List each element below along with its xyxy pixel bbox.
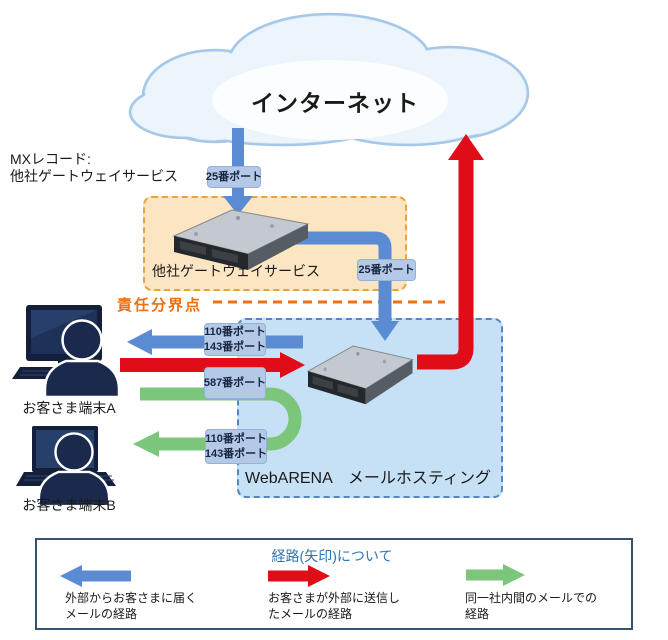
hosting-box-label: WebARENA メールホスティング <box>245 470 491 487</box>
port-label-gateway-to-hosting: 25番ポート <box>357 259 416 281</box>
hosting-server-icon <box>307 345 414 405</box>
terminal-b-label: お客さま端末B <box>22 497 116 513</box>
arrow-inbound-gateway-to-hosting <box>272 231 399 341</box>
port-label-client-submission: 587番ポート <box>204 367 266 399</box>
arrow-outbound-hosting-to-cloud <box>417 134 484 370</box>
arrow-internal-delivery <box>133 387 302 457</box>
mx-record-note-line1: MXレコード: <box>10 151 91 167</box>
legend-arrow-outbound <box>268 565 330 587</box>
legend-item-internal-line1: 同一社内間のメールでの <box>465 591 598 605</box>
legend-item-inbound: 外部からお客さまに届く メールの経路 <box>65 590 197 622</box>
legend-item-internal: 同一社内間のメールでの 経路 <box>465 590 597 622</box>
legend-item-outbound-line1: お客さまが外部に送信し <box>268 591 401 605</box>
legend-item-inbound-line2: メールの経路 <box>65 607 138 621</box>
terminal-a-icon <box>12 305 121 399</box>
internet-cloud-icon <box>128 12 530 147</box>
legend-box <box>35 538 633 630</box>
legend-item-inbound-line1: 外部からお客さまに届く <box>65 591 198 605</box>
port-label-internal-delivery: 110番ポート 143番ポート <box>205 429 267 464</box>
mx-record-note: MXレコード: 他社ゲートウェイサービス <box>10 151 178 185</box>
demarcation-label: 責任分界点 <box>117 297 203 314</box>
legend-arrow-internal <box>466 564 525 586</box>
arrow-outbound-client-to-hosting <box>120 352 305 378</box>
port-label-cloud-to-gateway: 25番ポート <box>206 166 262 188</box>
legend-item-outbound: お客さまが外部に送信し たメールの経路 <box>268 590 400 622</box>
legend-arrow-inbound <box>60 565 131 587</box>
port-label-hosting-to-client: 110番ポート 143番ポート <box>204 323 266 356</box>
mx-record-note-line2: 他社ゲートウェイサービス <box>10 168 178 184</box>
legend-title: 経路(矢印)について <box>271 548 393 564</box>
internet-cloud-label: インターネット <box>251 90 419 116</box>
terminal-a-label: お客さま端末A <box>22 400 116 416</box>
legend-item-internal-line2: 経路 <box>465 607 490 621</box>
terminal-b-icon <box>16 426 116 508</box>
gateway-server-label: 他社ゲートウェイサービス <box>152 263 320 279</box>
legend-item-outbound-line2: たメールの経路 <box>268 607 353 621</box>
